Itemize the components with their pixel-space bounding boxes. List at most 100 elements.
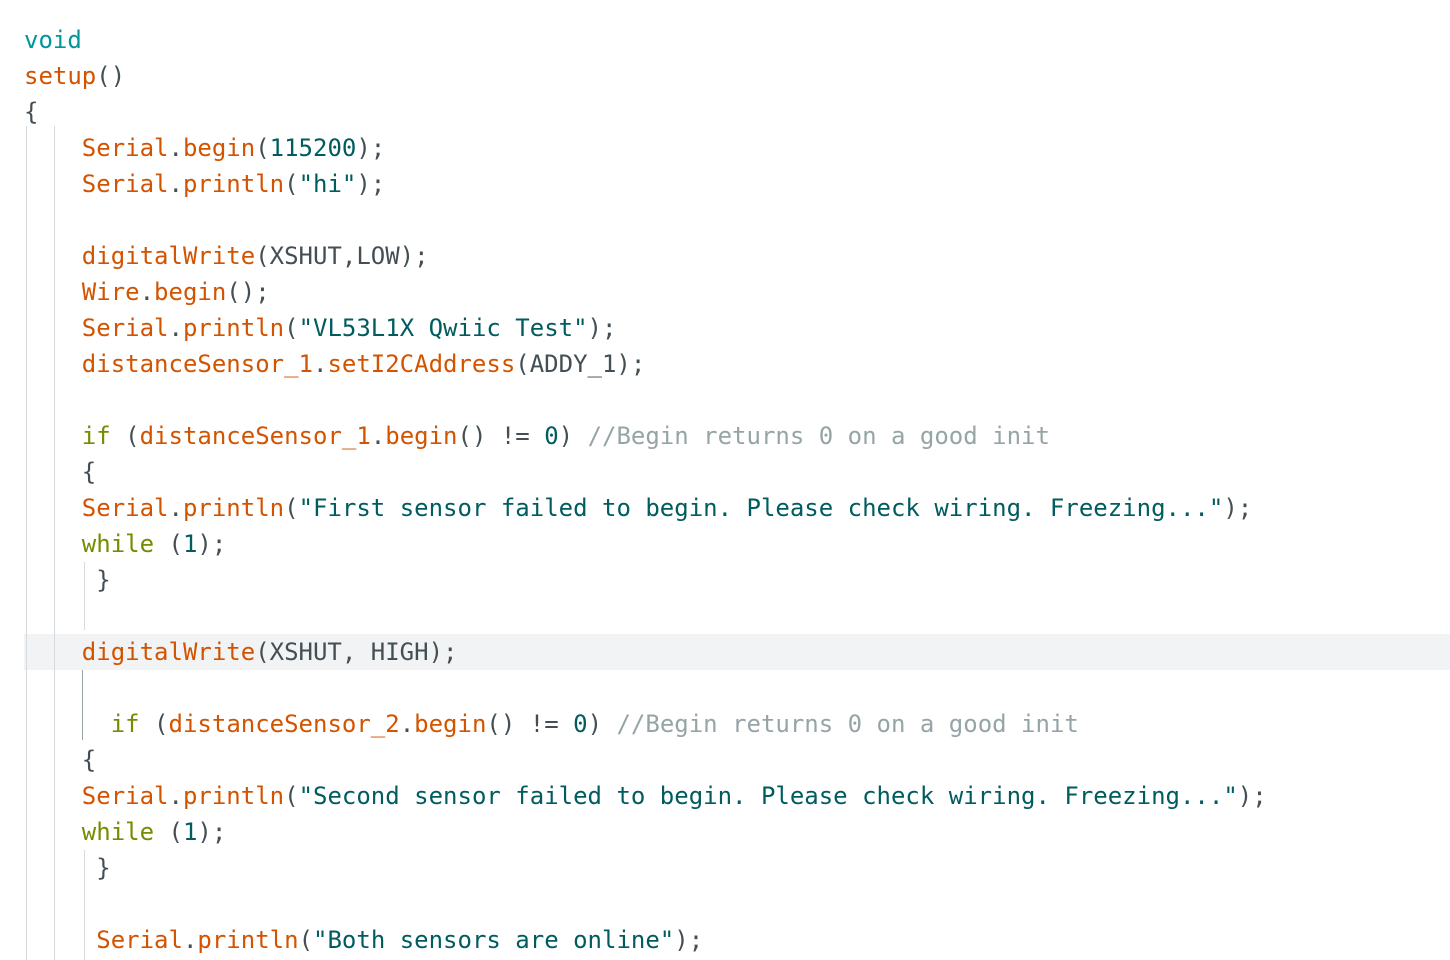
code-token: Serial (81, 170, 169, 198)
code-token: //Begin returns 0 on a good init (587, 422, 1050, 450)
code-line[interactable]: Serial.println("VL53L1X Qwiic Test"); (0, 310, 1450, 346)
code-line[interactable]: digitalWrite(XSHUT,LOW); (0, 238, 1450, 274)
code-token: distanceSensor_1 (81, 350, 313, 378)
code-token: () (96, 62, 126, 90)
code-line[interactable]: distanceSensor_1.setI2CAddress(ADDY_1); (0, 346, 1450, 382)
code-token: begin (182, 134, 256, 162)
code-token: } (96, 566, 111, 594)
code-token: distanceSensor_1 (139, 422, 371, 450)
code-token: . (168, 494, 183, 522)
code-indent (24, 242, 82, 270)
code-token: ); (1223, 494, 1253, 522)
code-token: ( (284, 494, 299, 522)
code-indent (24, 170, 82, 198)
code-line[interactable]: Serial.println("First sensor failed to b… (0, 490, 1450, 526)
code-token: . (168, 782, 183, 810)
code-token: begin (414, 710, 487, 738)
code-token: . (168, 134, 183, 162)
code-line[interactable]: { (0, 94, 1450, 130)
code-token: ); (1237, 782, 1267, 810)
code-indent (24, 314, 82, 342)
code-line[interactable] (0, 670, 1450, 706)
code-token: 115200 (269, 134, 357, 162)
code-token: ) (558, 422, 588, 450)
code-indent (24, 134, 82, 162)
indent-guide (84, 562, 85, 630)
code-indent (24, 530, 82, 558)
code-token: . (168, 170, 183, 198)
code-indent (24, 638, 82, 666)
code-line[interactable]: } (0, 850, 1450, 886)
code-token: ( (110, 422, 140, 450)
code-token: 0 (544, 422, 559, 450)
code-token: (XSHUT, HIGH); (255, 638, 458, 666)
code-line[interactable]: { (0, 454, 1450, 490)
code-token: ( (284, 314, 299, 342)
code-token: Wire (81, 278, 140, 306)
code-token: ( (154, 818, 183, 846)
code-line[interactable]: void (0, 22, 1450, 58)
code-line[interactable]: Serial.begin(115200); (0, 130, 1450, 166)
code-token: setI2CAddress (327, 350, 516, 378)
code-line[interactable]: if (distanceSensor_2.begin() != 0) //Beg… (0, 706, 1450, 742)
code-line-current[interactable]: digitalWrite(XSHUT, HIGH); (24, 634, 1450, 670)
code-token: digitalWrite (81, 242, 256, 270)
code-token: ); (356, 134, 386, 162)
code-token: while (81, 818, 155, 846)
code-indent (24, 710, 111, 738)
code-line[interactable]: Serial.println("Second sensor failed to … (0, 778, 1450, 814)
code-token: { (24, 98, 39, 126)
code-token: } (96, 854, 111, 882)
code-indent (24, 854, 96, 882)
code-token: digitalWrite (81, 638, 256, 666)
code-token: . (168, 314, 183, 342)
code-line[interactable] (0, 202, 1450, 238)
code-token: begin (154, 278, 227, 306)
code-line[interactable]: while (1); (0, 814, 1450, 850)
code-token: if (81, 422, 111, 450)
code-line[interactable]: } (0, 562, 1450, 598)
code-line[interactable]: Wire.begin(); (0, 274, 1450, 310)
code-token: ); (587, 314, 617, 342)
code-token: ); (674, 926, 704, 954)
code-token: 1 (182, 818, 198, 846)
code-indent (24, 458, 82, 486)
code-line[interactable]: Serial.println("hi"); (0, 166, 1450, 202)
code-line[interactable] (0, 382, 1450, 418)
code-token: "Second sensor failed to begin. Please c… (298, 782, 1238, 810)
code-token: ( (284, 170, 299, 198)
code-token: ( (298, 926, 314, 954)
code-token: void (24, 26, 82, 54)
code-token: distanceSensor_2 (168, 710, 400, 738)
code-token: println (197, 926, 299, 954)
indent-guide (84, 850, 85, 960)
code-token: . (370, 422, 386, 450)
code-token: setup (24, 62, 97, 90)
code-token: "VL53L1X Qwiic Test" (298, 314, 588, 342)
code-line[interactable] (0, 598, 1450, 634)
code-line[interactable]: while (1); (0, 526, 1450, 562)
code-line[interactable]: setup() (0, 58, 1450, 94)
code-token: 1 (182, 530, 198, 558)
code-indent (24, 818, 82, 846)
code-token: Serial (96, 926, 183, 954)
code-token: "First sensor failed to begin. Please ch… (298, 494, 1224, 522)
code-token: . (139, 278, 155, 306)
code-line[interactable]: if (distanceSensor_1.begin() != 0) //Beg… (0, 418, 1450, 454)
code-token: () != (457, 422, 545, 450)
code-token: ( (284, 782, 299, 810)
code-line[interactable]: { (0, 742, 1450, 778)
code-line[interactable]: Serial.println("Both sensors are online"… (0, 922, 1450, 958)
code-token: println (182, 170, 285, 198)
code-token: ) (587, 710, 617, 738)
code-token: () != (486, 710, 574, 738)
code-token: (XSHUT,LOW); (255, 242, 429, 270)
code-token: ( (255, 134, 270, 162)
code-indent (24, 494, 82, 522)
code-token: . (182, 926, 198, 954)
code-token: Serial (81, 782, 169, 810)
code-line[interactable] (0, 886, 1450, 922)
code-token: Serial (81, 314, 169, 342)
code-token: "Both sensors are online" (313, 926, 675, 954)
